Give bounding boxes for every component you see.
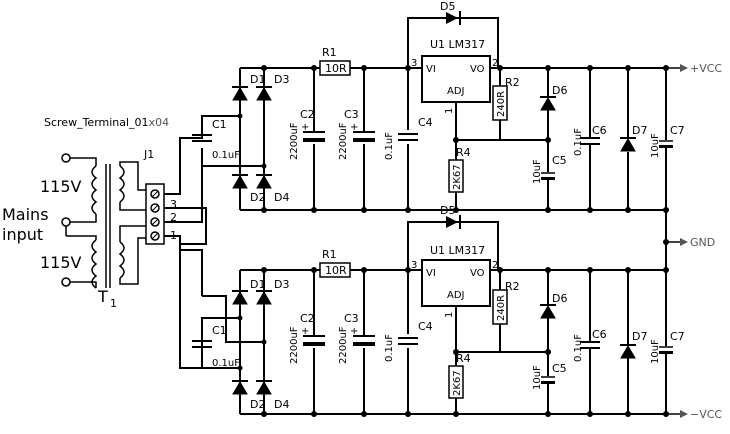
top-c4-value: 0.1uF bbox=[384, 132, 395, 160]
input-label: input bbox=[2, 225, 43, 244]
connector-count: x04 bbox=[149, 116, 170, 129]
bottom-c4-value: 0.1uF bbox=[384, 334, 395, 362]
top-c5-value: 10uF bbox=[532, 159, 543, 184]
bottom-c1-value: 0.1uF bbox=[212, 358, 240, 369]
top-c7: C7 bbox=[670, 124, 685, 137]
top-c3-value: 2200uF bbox=[338, 122, 349, 160]
screw-terminal-j1 bbox=[145, 183, 165, 245]
bottom-d7: D7 bbox=[632, 330, 647, 343]
bottom-c7-value: 10uF bbox=[650, 339, 661, 364]
transformer-subscript: 1 bbox=[110, 297, 117, 310]
top-c2-plus: + bbox=[301, 122, 309, 133]
bottom-c6: C6 bbox=[592, 328, 607, 341]
top-pin1: 1 bbox=[444, 108, 455, 114]
rail-pos-label: +VCC bbox=[690, 62, 722, 75]
bottom-c5-value: 10uF bbox=[532, 365, 543, 390]
top-r1-value: 10R bbox=[325, 62, 347, 75]
voltage-bottom-label: 115V bbox=[40, 253, 82, 272]
bottom-r1: R1 bbox=[322, 248, 337, 261]
j1-label: J1 bbox=[143, 148, 154, 161]
top-c3: C3 bbox=[344, 108, 359, 121]
mains-terminal-bottom bbox=[61, 277, 71, 287]
top-d3: D3 bbox=[274, 73, 289, 86]
rail-neg-label: −VCC bbox=[690, 408, 722, 421]
bottom-d6: D6 bbox=[552, 292, 567, 305]
top-d2: D2 bbox=[250, 191, 265, 204]
bottom-r2-value: 240R bbox=[496, 295, 507, 321]
bottom-c3-plus: + bbox=[350, 326, 358, 337]
bottom-d2: D2 bbox=[250, 398, 265, 411]
bottom-c3-value: 2200uF bbox=[338, 326, 349, 364]
top-c6: C6 bbox=[592, 124, 607, 137]
top-c2: C2 bbox=[300, 108, 315, 121]
top-d1: D1 bbox=[250, 73, 265, 86]
j1-pin3: 3 bbox=[170, 198, 177, 211]
bottom-c2-value: 2200uF bbox=[289, 326, 300, 364]
bottom-d1: D1 bbox=[250, 278, 265, 291]
top-vo: VO bbox=[470, 64, 485, 75]
top-adj: ADJ bbox=[447, 86, 465, 97]
top-c1: C1 bbox=[212, 118, 227, 131]
top-c6-value: 0.1uF bbox=[573, 128, 584, 156]
bottom-c3: C3 bbox=[344, 312, 359, 325]
bottom-stage bbox=[202, 215, 674, 417]
top-r4-value: 2K67 bbox=[452, 164, 463, 190]
top-d7: D7 bbox=[632, 124, 647, 137]
top-r2-value: 240R bbox=[496, 91, 507, 117]
bottom-c7: C7 bbox=[670, 330, 685, 343]
connector-label: Screw_Terminal_01x04 bbox=[44, 116, 169, 129]
top-c7-value: 10uF bbox=[650, 133, 661, 158]
top-r2: R2 bbox=[505, 76, 520, 89]
top-c1-value: 0.1uF bbox=[212, 150, 240, 161]
top-vi: VI bbox=[426, 64, 436, 75]
bottom-pin3: 3 bbox=[411, 260, 417, 271]
top-r1: R1 bbox=[322, 46, 337, 59]
bottom-r4-value: 2K67 bbox=[452, 370, 463, 396]
top-pin2: 2 bbox=[492, 58, 498, 69]
bottom-r4: R4 bbox=[456, 352, 471, 365]
bottom-r1-value: 10R bbox=[325, 264, 347, 277]
bottom-adj: ADJ bbox=[447, 290, 465, 301]
bottom-c6-value: 0.1uF bbox=[573, 334, 584, 362]
transformer-label: T bbox=[97, 287, 108, 306]
bottom-c1: C1 bbox=[212, 324, 227, 337]
top-d4: D4 bbox=[274, 191, 289, 204]
bottom-d5: D5 bbox=[440, 204, 455, 217]
top-u1: U1 LM317 bbox=[430, 38, 485, 51]
top-r4: R4 bbox=[456, 146, 471, 159]
bottom-d4: D4 bbox=[274, 398, 289, 411]
mains-terminal-mid bbox=[61, 217, 71, 227]
top-c4: C4 bbox=[418, 116, 433, 129]
mains-terminal-top bbox=[61, 153, 71, 163]
bottom-vo: VO bbox=[470, 268, 485, 279]
top-c5: C5 bbox=[552, 154, 567, 167]
bottom-pin1: 1 bbox=[444, 312, 455, 318]
bottom-c2-plus: + bbox=[301, 326, 309, 337]
top-c2-value: 2200uF bbox=[289, 122, 300, 160]
rail-gnd-label: GND bbox=[690, 236, 715, 249]
j1-pin2: 2 bbox=[170, 211, 177, 224]
bottom-vi: VI bbox=[426, 268, 436, 279]
mains-transformer bbox=[61, 153, 146, 289]
top-c3-plus: + bbox=[350, 122, 358, 133]
bottom-c2: C2 bbox=[300, 312, 315, 325]
top-d5: D5 bbox=[440, 0, 455, 13]
bottom-c5: C5 bbox=[552, 362, 567, 375]
top-pin3: 3 bbox=[411, 58, 417, 69]
top-stage bbox=[231, 11, 674, 213]
bottom-pin2: 2 bbox=[492, 260, 498, 271]
mains-label: Mains bbox=[2, 205, 49, 224]
bottom-d3: D3 bbox=[274, 278, 289, 291]
bottom-r2: R2 bbox=[505, 280, 520, 293]
bottom-c4: C4 bbox=[418, 320, 433, 333]
bottom-u1: U1 LM317 bbox=[430, 244, 485, 257]
voltage-top-label: 115V bbox=[40, 177, 82, 196]
top-d6: D6 bbox=[552, 84, 567, 97]
